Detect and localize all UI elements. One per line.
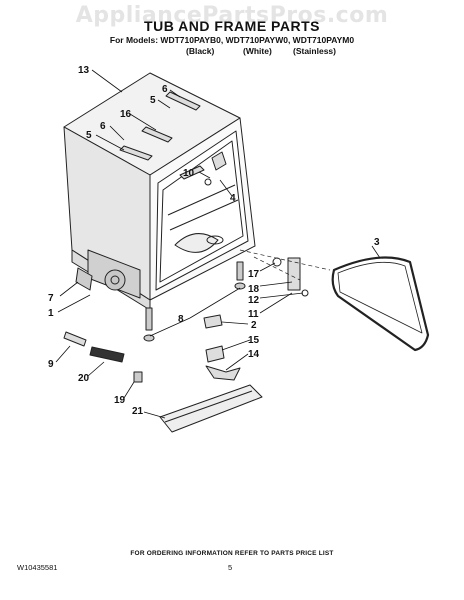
callout-1: 1: [48, 308, 54, 319]
callout-2: 2: [251, 320, 257, 331]
page-number: 5: [228, 563, 233, 572]
callout-9: 9: [48, 359, 54, 370]
spacer-block: [141, 126, 173, 143]
callout-21: 21: [132, 406, 144, 417]
callout-5: 5: [86, 130, 92, 141]
toe-panel: [159, 384, 263, 433]
callout-13: 13: [78, 65, 90, 76]
document-number: W10435581: [17, 563, 58, 572]
hinge-bracket: [165, 91, 201, 111]
variant-white: (White): [243, 46, 272, 56]
callout-4: 4: [230, 193, 236, 204]
variant-black: (Black): [186, 46, 215, 56]
callout-7: 7: [48, 293, 54, 304]
door-gasket: [331, 256, 430, 352]
callout-12: 12: [248, 295, 260, 306]
callout-17: 17: [248, 269, 260, 280]
callout-15: 15: [248, 335, 260, 346]
callout-6: 6: [100, 121, 106, 132]
ordering-note: FOR ORDERING INFORMATION REFER TO PARTS …: [130, 550, 334, 557]
callout-19: 19: [114, 395, 126, 406]
callout-8: 8: [178, 314, 184, 325]
models-line: For Models: WDT710PAYB0, WDT710PAYW0, WD…: [109, 35, 355, 45]
callout-11: 11: [248, 309, 259, 320]
callout-18: 18: [248, 284, 260, 295]
callout-5: 5: [150, 95, 156, 106]
vent-cover: [89, 346, 125, 363]
variant-stainless: (Stainless): [293, 46, 336, 56]
callout-10: 10: [183, 168, 195, 179]
diagram-title: TUB AND FRAME PARTS: [144, 18, 320, 34]
callout-20: 20: [78, 373, 90, 384]
watermark: AppliancePartsPros.com: [75, 3, 389, 28]
callout-16: 16: [120, 109, 132, 120]
callout-14: 14: [248, 349, 260, 360]
callout-6: 6: [162, 84, 168, 95]
vent-part: [63, 331, 87, 347]
callout-3: 3: [374, 237, 380, 248]
